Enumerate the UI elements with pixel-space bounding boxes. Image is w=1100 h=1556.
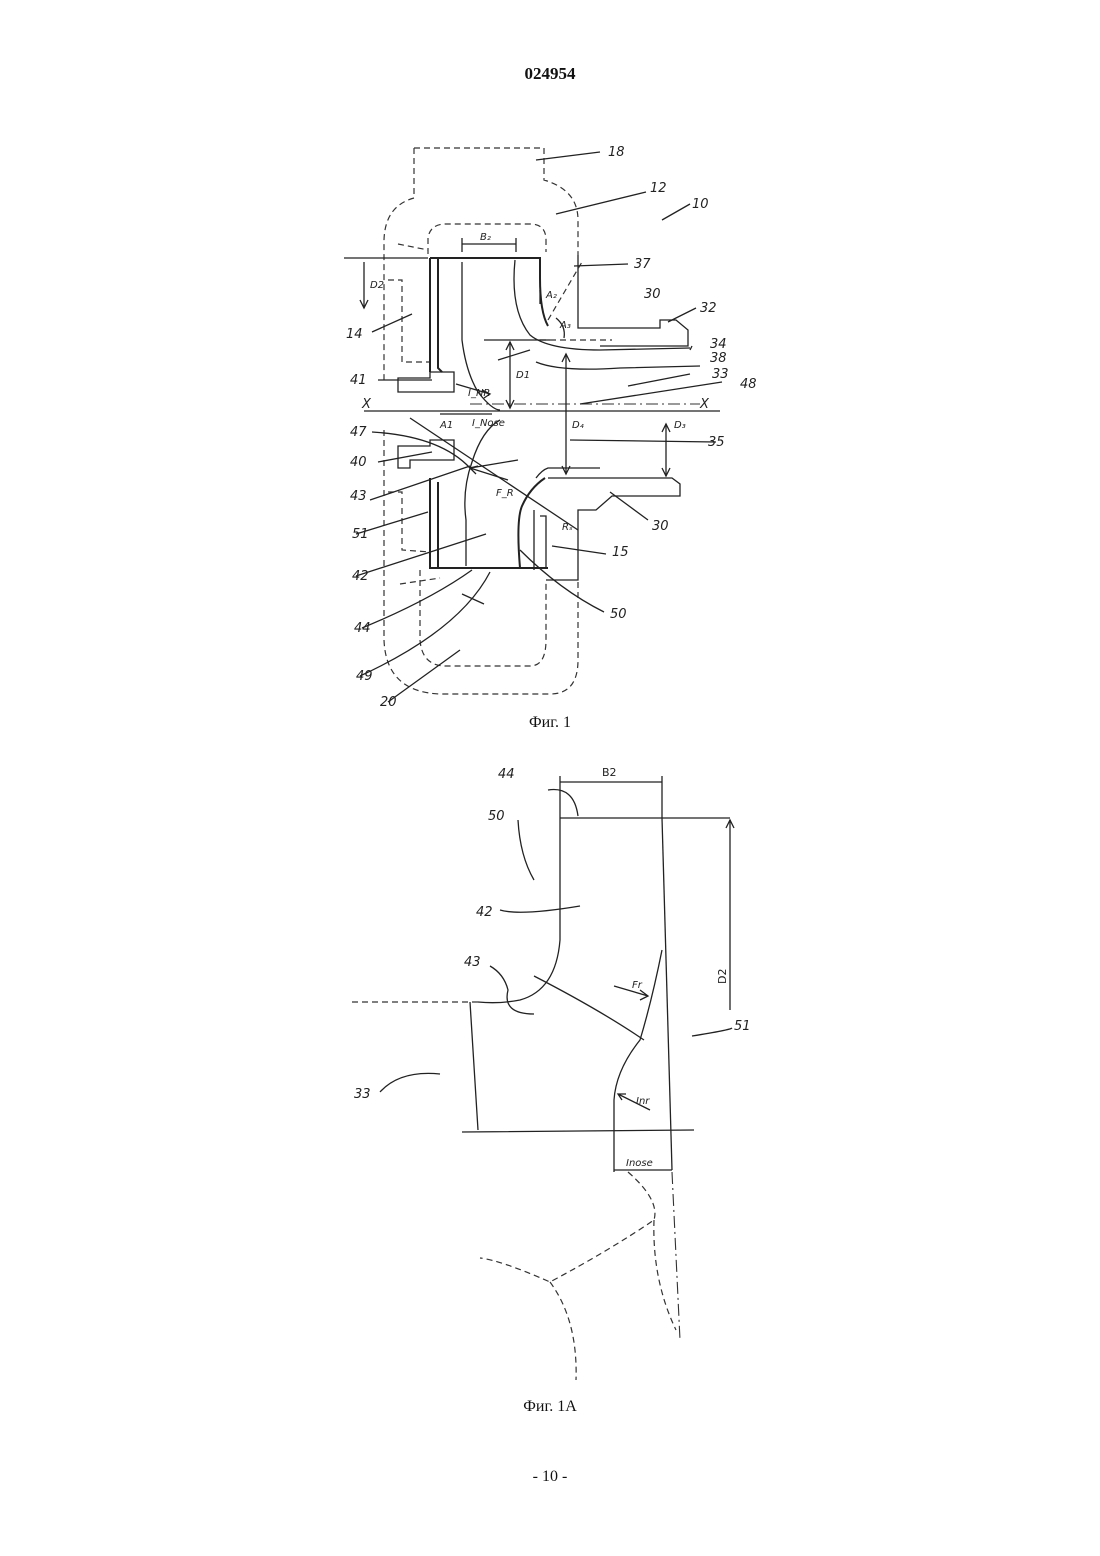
label-20: 20	[380, 695, 397, 710]
figure-1a-drawing: 44 50 42 43 33 51 B2 D2 Fr Inr Inose	[0, 740, 1100, 1400]
label-48: 48	[740, 377, 757, 392]
label-47: 47	[350, 425, 367, 440]
label-d1: D1	[516, 370, 530, 381]
label-41: 41	[350, 373, 367, 388]
label-fr: F_R	[496, 488, 514, 499]
arrow-fr-1a	[614, 986, 648, 1000]
label-43-1a: 43	[464, 955, 481, 970]
label-b2: B₂	[480, 232, 491, 243]
label-40: 40	[350, 455, 367, 470]
label-38: 38	[710, 351, 727, 366]
label-42: 42	[352, 569, 369, 584]
page-number: - 10 -	[0, 1468, 1100, 1486]
label-14: 14	[346, 327, 363, 342]
label-x-left: X	[361, 397, 372, 412]
label-15: 15	[612, 545, 629, 560]
label-10: 10	[692, 197, 709, 212]
label-rs: Rₛ	[562, 522, 573, 533]
lower-diffuser-wall	[534, 510, 546, 570]
label-35: 35	[708, 435, 725, 450]
label-12: 12	[650, 181, 667, 196]
label-44-1a: 44	[498, 767, 515, 782]
inlet-nose-upper	[536, 362, 700, 369]
arrow-fr	[470, 466, 508, 480]
label-50-1a: 50	[488, 809, 505, 824]
label-x-right: X	[699, 397, 710, 412]
label-d2: D2	[370, 280, 384, 291]
seal-40	[398, 440, 454, 468]
label-d3: D₃	[674, 420, 686, 431]
label-inose-1a: Inose	[626, 1158, 653, 1169]
label-51: 51	[352, 527, 369, 542]
blade-diagonal	[534, 976, 644, 1040]
seal-41	[398, 372, 454, 392]
label-33-1a: 33	[354, 1087, 371, 1102]
lower-dashed-curves	[480, 1172, 676, 1380]
label-50: 50	[610, 607, 627, 622]
label-a2: A₂	[545, 290, 557, 301]
dimension-d1	[506, 342, 514, 408]
impeller-hub-lower	[430, 478, 548, 568]
hub-block	[462, 1002, 694, 1132]
label-43: 43	[350, 489, 367, 504]
leader-lines-1a	[380, 790, 732, 1092]
figure-1-drawing: 18 12 10 37 30 32 34 38 33 48 35 30 15 5…	[0, 0, 1100, 740]
label-44: 44	[354, 621, 371, 636]
label-42-1a: 42	[476, 905, 493, 920]
dimension-d3	[662, 424, 670, 476]
label-d2-1a: D2	[716, 969, 729, 984]
label-33: 33	[712, 367, 729, 382]
centreline-1a	[672, 1172, 680, 1340]
label-30-lower: 30	[652, 519, 669, 534]
left-cavity-outline	[388, 280, 430, 552]
label-inr-1a: Inr	[636, 1096, 650, 1107]
label-37: 37	[634, 257, 651, 272]
label-a1: A1	[439, 420, 453, 431]
dimension-b2-1a	[560, 776, 662, 818]
label-a3: A₃	[559, 320, 571, 331]
pipe-flange-upper	[578, 255, 688, 346]
label-fr-1a: Fr	[632, 980, 643, 991]
figure-1-caption: Фиг. 1	[0, 714, 1100, 732]
blade-right-wall	[662, 818, 672, 1170]
label-34: 34	[710, 337, 727, 352]
dimension-d2	[344, 258, 428, 308]
dimension-d4	[562, 354, 570, 474]
shroud-contour-lower	[465, 420, 500, 566]
label-inr: I_NR	[468, 388, 490, 399]
label-32: 32	[700, 301, 717, 316]
label-49: 49	[356, 669, 373, 684]
radius-line-rs	[410, 418, 578, 530]
label-inose: I_Nose	[472, 418, 505, 429]
label-d4: D₄	[572, 420, 584, 431]
label-30-upper: 30	[644, 287, 661, 302]
figure-1a-caption: Фиг. 1A	[0, 1398, 1100, 1416]
impeller-shroud-upper	[430, 258, 548, 372]
outlet-passage-outline	[398, 244, 440, 584]
label-b2-1a: B2	[602, 766, 617, 779]
label-18: 18	[608, 145, 625, 160]
label-51-1a: 51	[734, 1019, 751, 1034]
